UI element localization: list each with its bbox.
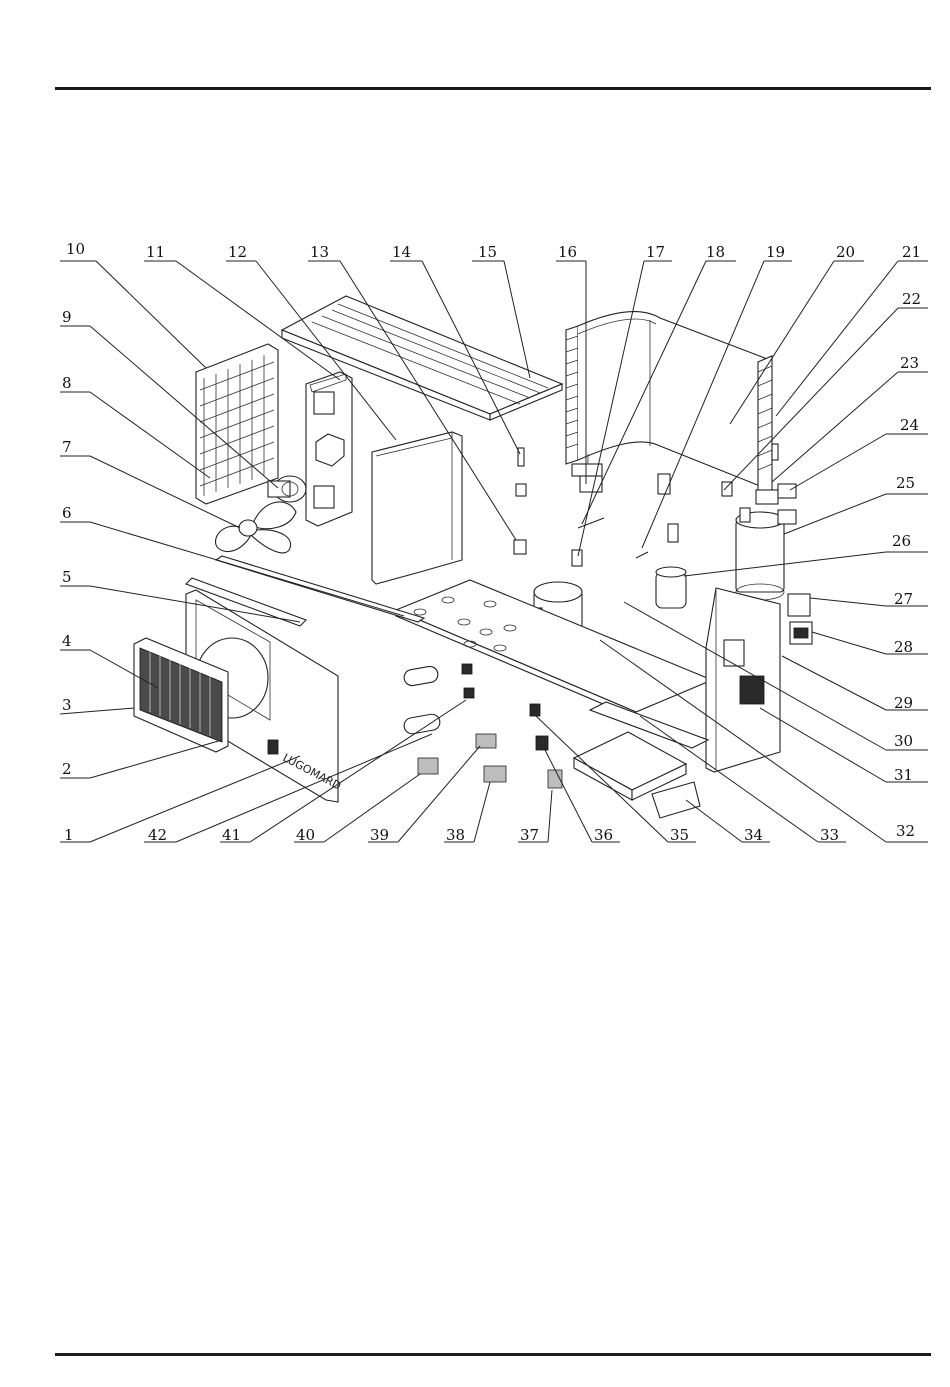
label-1: 1 [64, 826, 74, 844]
label-8: 8 [62, 374, 72, 392]
label-42: 42 [148, 826, 167, 844]
label-3: 3 [62, 696, 72, 714]
label-26: 26 [892, 532, 911, 550]
label-20: 20 [836, 243, 855, 261]
electrical-components [418, 664, 562, 788]
label-27: 27 [894, 590, 913, 608]
label-37: 37 [520, 826, 539, 844]
label-15: 15 [478, 243, 497, 261]
heat-exchanger-titanium [736, 484, 796, 600]
label-4: 4 [62, 632, 72, 650]
fan-guard-back-grille [196, 344, 278, 504]
label-25: 25 [896, 474, 915, 492]
label-40: 40 [296, 826, 315, 844]
gas-liquid-separator [656, 567, 686, 608]
label-34: 34 [744, 826, 763, 844]
label-2: 2 [62, 760, 72, 778]
label-19: 19 [766, 243, 785, 261]
label-38: 38 [446, 826, 465, 844]
label-32: 32 [896, 822, 915, 840]
label-23: 23 [900, 354, 919, 372]
label-10: 10 [66, 240, 85, 258]
label-41: 41 [222, 826, 241, 844]
label-33: 33 [820, 826, 839, 844]
part-number-labels: 10 9 8 7 6 5 4 3 2 11 12 13 14 15 16 17 … [62, 240, 921, 844]
controller-displays [788, 594, 812, 644]
label-22: 22 [902, 290, 921, 308]
label-21: 21 [902, 243, 921, 261]
leader-lines [60, 261, 928, 842]
label-17: 17 [646, 243, 665, 261]
label-28: 28 [894, 638, 913, 656]
motor-bracket [306, 372, 352, 526]
label-39: 39 [370, 826, 389, 844]
label-29: 29 [894, 694, 913, 712]
label-12: 12 [228, 243, 247, 261]
label-5: 5 [62, 568, 72, 586]
label-7: 7 [62, 438, 72, 456]
label-9: 9 [62, 308, 72, 326]
label-18: 18 [706, 243, 725, 261]
label-31: 31 [894, 766, 913, 784]
label-11: 11 [146, 243, 165, 261]
label-14: 14 [392, 243, 411, 261]
wiring-cover [590, 702, 708, 748]
label-30: 30 [894, 732, 913, 750]
side-panel [706, 588, 780, 772]
label-35: 35 [670, 826, 689, 844]
label-36: 36 [594, 826, 613, 844]
label-13: 13 [310, 243, 329, 261]
fan-blade [216, 502, 296, 553]
label-6: 6 [62, 504, 72, 522]
label-24: 24 [900, 416, 919, 434]
capacitors [403, 665, 441, 735]
label-16: 16 [558, 243, 577, 261]
partition-plate [372, 432, 462, 584]
